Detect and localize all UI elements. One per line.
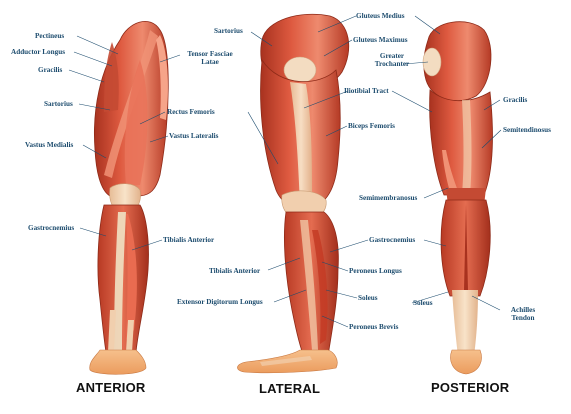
label-iliotibial-tract: Iliotibial Tract xyxy=(344,87,389,95)
label-soleus-lateral: Soleus xyxy=(358,294,378,302)
label-biceps-femoris: Biceps Femoris xyxy=(348,122,395,130)
label-gracilis-anterior: Gracilis xyxy=(38,66,63,74)
label-peroneus-brevis: Peroneus Brevis xyxy=(349,323,399,331)
label-pectineus: Pectineus xyxy=(35,32,65,40)
label-soleus-posterior: Soleus xyxy=(413,299,433,307)
label-tibialis-anterior-lateral: Tibialis Anterior xyxy=(209,267,261,275)
posterior-thigh xyxy=(429,89,493,196)
label-vastus-medialis: Vastus Medialis xyxy=(25,141,74,149)
label-tibialis-anterior-anterior: Tibialis Anterior xyxy=(163,236,215,244)
label-greater-trochanter: Greater Trochanter xyxy=(372,52,412,68)
posterior-leg xyxy=(422,21,493,375)
label-tensor-fasciae-latae-line2: Latae xyxy=(201,58,219,66)
lateral-iliotibial-tract xyxy=(290,82,312,205)
label-tensor-fasciae-latae: Tensor Fasciae Latae xyxy=(181,50,239,66)
posterior-gluteus xyxy=(423,21,492,102)
leader-lines xyxy=(68,15,502,328)
label-greater-trochanter-line1: Greater xyxy=(379,52,405,60)
anterior-leg xyxy=(89,20,169,375)
label-achilles-tendon: Achilles Tendon xyxy=(500,306,546,322)
label-gastrocnemius-lateral: Gastrocnemius xyxy=(369,236,416,244)
label-gluteus-medius: Gluteus Medius xyxy=(356,12,405,20)
label-greater-trochanter-line2: Trochanter xyxy=(374,60,410,68)
label-vastus-lateralis: Vastus Lateralis xyxy=(169,132,219,140)
label-adductor-longus: Adductor Longus xyxy=(11,48,65,56)
label-sartorius-lateral: Sartorius xyxy=(214,27,243,35)
lateral-leg xyxy=(237,13,350,374)
label-extensor-digitorum-longus: Extensor Digitorum Longus xyxy=(177,298,263,306)
label-semitendinosus: Semitendinosus xyxy=(503,126,551,134)
label-sartorius-anterior: Sartorius xyxy=(44,100,73,108)
anterior-foot xyxy=(89,349,147,375)
label-achilles-tendon-line2: Tendon xyxy=(511,314,535,322)
view-title-lateral: LATERAL xyxy=(259,381,321,396)
label-rectus-femoris: Rectus Femoris xyxy=(167,108,215,116)
label-achilles-tendon-line1: Achilles xyxy=(510,306,536,314)
label-peroneus-longus: Peroneus Longus xyxy=(349,267,402,275)
label-gluteus-maximus: Gluteus Maximus xyxy=(353,36,408,44)
label-gastrocnemius-anterior: Gastrocnemius xyxy=(28,224,75,232)
anterior-rectus-femoris xyxy=(124,60,148,185)
view-title-anterior: ANTERIOR xyxy=(76,380,146,395)
label-gracilis-posterior: Gracilis xyxy=(503,96,528,104)
label-tensor-fasciae-latae-line1: Tensor Fasciae xyxy=(187,50,233,58)
view-title-posterior: POSTERIOR xyxy=(431,380,510,395)
posterior-heel xyxy=(450,349,482,375)
label-semimembranosus: Semimembranosus xyxy=(359,194,418,202)
